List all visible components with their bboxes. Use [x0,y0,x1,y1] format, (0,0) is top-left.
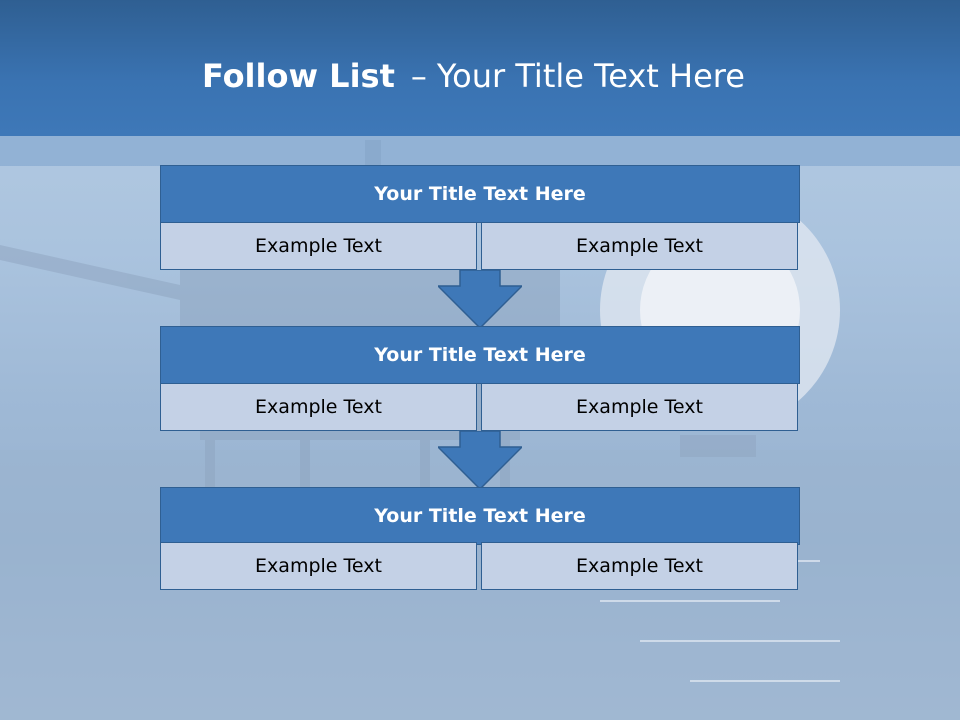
slide-title-separator: – [410,57,427,95]
header-strip [0,136,960,166]
step-1-cell-left: Example Text [160,222,477,270]
step-3-title: Your Title Text Here [160,487,800,545]
step-2-title: Your Title Text Here [160,326,800,384]
slide-title: Follow List–Your Title Text Here [202,54,745,98]
down-arrow-icon [438,431,522,489]
step-1-title: Your Title Text Here [160,165,800,223]
down-arrow-icon [438,270,522,328]
header-band [0,0,960,136]
step-2-cell-right: Example Text [481,383,798,431]
slide-title-rest: Your Title Text Here [436,57,745,95]
step-1-cell-right: Example Text [481,222,798,270]
step-3-cell-left: Example Text [160,542,477,590]
slide-title-bold: Follow List [202,57,395,95]
step-3-cell-right: Example Text [481,542,798,590]
step-2-cell-left: Example Text [160,383,477,431]
